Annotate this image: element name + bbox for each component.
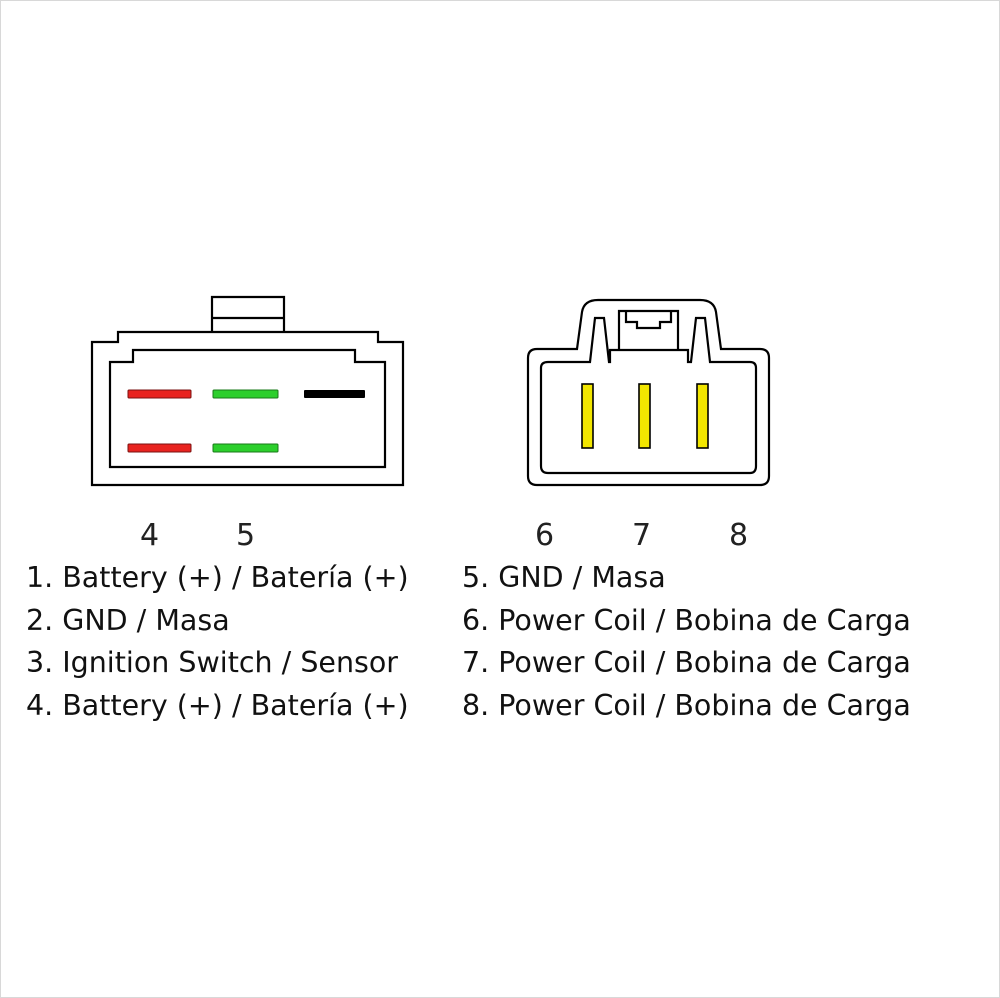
right-housing-inner xyxy=(539,316,758,475)
pin-label-8: 8 xyxy=(729,518,749,553)
right-latch-pocket xyxy=(617,309,680,350)
pin-red-bottom xyxy=(127,443,192,453)
legend-left: 1. Battery (+) / Batería (+) 2. GND / Ma… xyxy=(26,557,409,727)
pin-yellow-8 xyxy=(696,383,709,449)
legend-item-8: 8. Power Coil / Bobina de Carga xyxy=(462,688,911,722)
pin-black-top xyxy=(304,390,365,398)
legend-item-1: 1. Battery (+) / Batería (+) xyxy=(26,561,409,594)
legend-item-6: 6. Power Coil / Bobina de Carga xyxy=(462,603,911,637)
pin-label-7: 7 xyxy=(632,518,652,553)
legend-item-4: 4. Battery (+) / Batería (+) xyxy=(26,688,409,722)
left-latch-tab xyxy=(210,295,286,332)
pin-yellow-7 xyxy=(638,383,651,449)
right-housing-outer xyxy=(526,298,771,487)
right-connector xyxy=(526,298,771,487)
right-latch xyxy=(624,311,673,330)
legend-right: 5. GND / Masa 6. Power Coil / Bobina de … xyxy=(462,557,911,727)
pin-red-top xyxy=(127,389,192,399)
legend-item-5: 5. GND / Masa xyxy=(462,561,666,594)
pin-yellow-6 xyxy=(581,383,594,449)
pin-label-5: 5 xyxy=(236,518,256,553)
left-housing-inner xyxy=(108,348,387,469)
pin-green-bottom xyxy=(212,443,279,453)
legend-item-7: 7. Power Coil / Bobina de Carga xyxy=(462,646,911,679)
pin-label-4: 4 xyxy=(140,518,160,553)
legend-item-3: 3. Ignition Switch / Sensor xyxy=(26,646,399,679)
pin-green-top xyxy=(212,389,279,399)
pin-label-6: 6 xyxy=(535,518,555,553)
legend-item-2: 2. GND / Masa xyxy=(26,603,230,637)
left-connector xyxy=(90,295,405,487)
left-housing-outer xyxy=(90,330,405,487)
